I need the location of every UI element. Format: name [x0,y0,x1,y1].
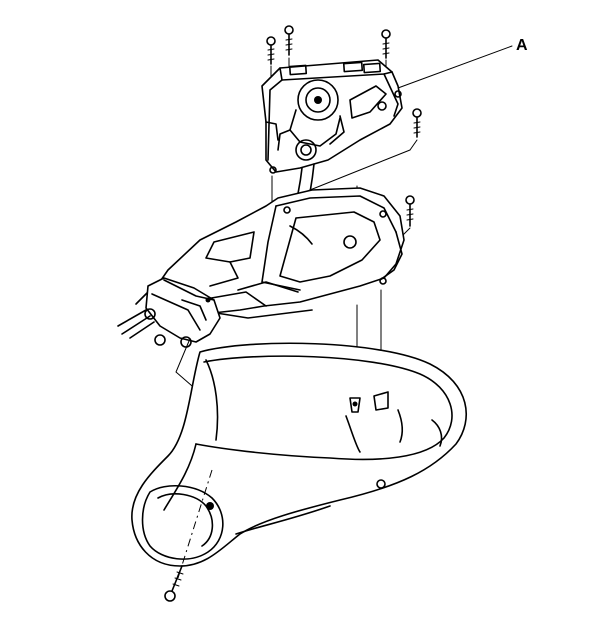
screw-bottom [164,565,184,602]
upper-column-cover [135,187,405,319]
screw-top-left [266,36,276,65]
screw-right-upper [412,108,422,138]
screw-right-lower [405,195,415,227]
lower-column-cover [131,342,468,567]
callout-label-a: A [516,37,528,54]
mounting-bracket [261,59,403,174]
callout-leader-line-a [397,45,513,89]
connector-block [144,277,221,348]
screw-centerline [177,469,213,579]
wiring-harness [117,309,155,339]
screw-top-right [381,29,391,59]
screw-top-center [284,25,294,56]
